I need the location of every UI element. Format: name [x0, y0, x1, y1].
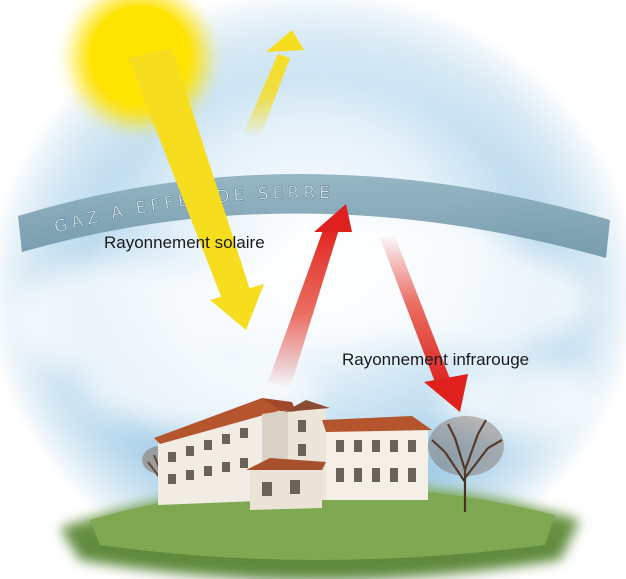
- hill: [60, 481, 580, 579]
- reflected-solar-arrow: [244, 30, 304, 138]
- label-infrared-radiation: Rayonnement infrarouge: [342, 350, 529, 369]
- infrared-down-arrow: [380, 234, 468, 412]
- label-solar-radiation: Rayonnement solaire: [104, 233, 265, 252]
- tree-right: [428, 416, 504, 512]
- building: [154, 398, 432, 510]
- infrared-up-arrow: [268, 204, 352, 388]
- solar-radiation-arrow: [128, 48, 264, 330]
